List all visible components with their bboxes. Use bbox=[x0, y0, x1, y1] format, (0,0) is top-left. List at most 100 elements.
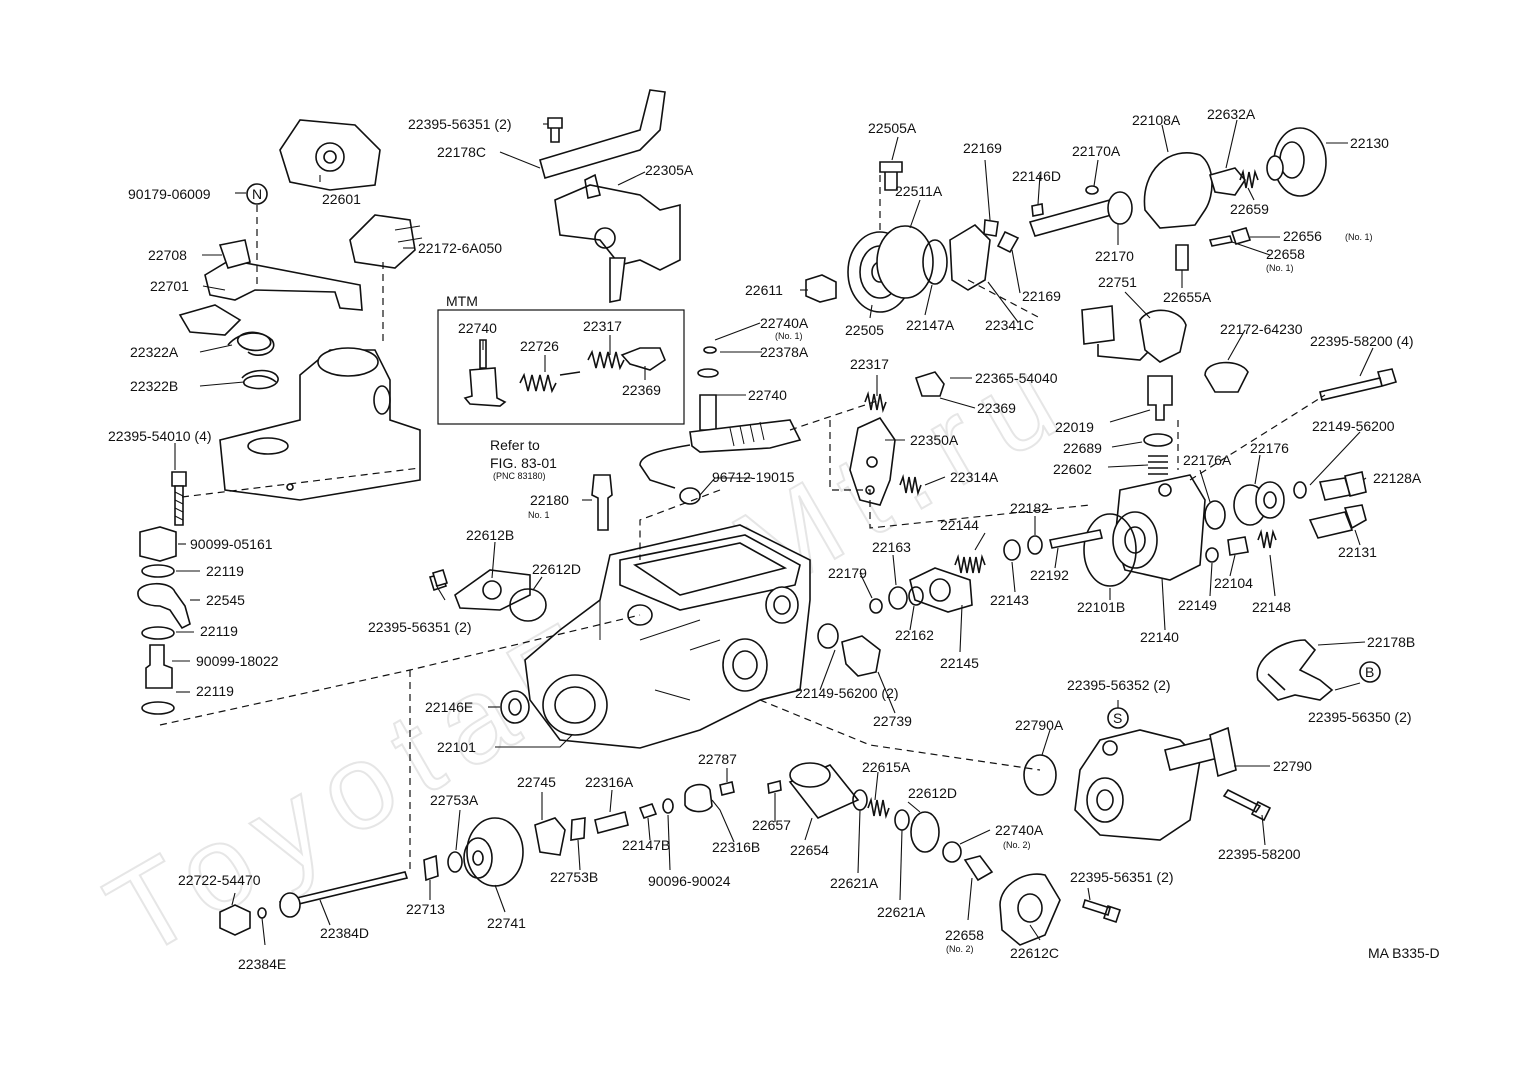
spring-22144 bbox=[954, 554, 986, 574]
fitting-22131 bbox=[1308, 504, 1367, 539]
part-label: 22178C bbox=[437, 144, 486, 160]
plate-22632a bbox=[1209, 167, 1246, 196]
part-label: 22615A bbox=[862, 759, 911, 775]
part-label: 22790A bbox=[1015, 717, 1064, 733]
plate-22145 bbox=[909, 567, 973, 613]
part-label: 22740A bbox=[995, 822, 1044, 838]
part-label: 22658 bbox=[945, 927, 984, 943]
bolt-22395-58200-a bbox=[1319, 368, 1398, 401]
spring-22322b bbox=[241, 369, 279, 390]
part-label: 22149-56200 bbox=[1312, 418, 1395, 434]
part-label: 22162 bbox=[895, 627, 934, 643]
part-label: 22384E bbox=[238, 956, 286, 972]
key-22169-a bbox=[983, 219, 999, 237]
part-label: 22601 bbox=[322, 191, 361, 207]
part-label: 22369 bbox=[622, 382, 661, 398]
part-22172-6a050 bbox=[349, 214, 416, 269]
part-label: 22632A bbox=[1207, 106, 1256, 122]
bolt-22395-56351-b bbox=[1082, 898, 1122, 924]
part-label: 22545 bbox=[206, 592, 245, 608]
washer-22182 bbox=[1027, 535, 1043, 555]
valve-22176 bbox=[1233, 481, 1285, 526]
washer-22119-c bbox=[141, 701, 175, 715]
part-label: 22621A bbox=[830, 875, 879, 891]
washer-22753a bbox=[447, 851, 463, 873]
refer-to-line2: FIG. 83-01 bbox=[490, 455, 557, 471]
part-label: 22131 bbox=[1338, 544, 1377, 560]
pin-22656 bbox=[1208, 227, 1252, 247]
pump-housing-22101 bbox=[524, 524, 811, 749]
part-label: 22169 bbox=[1022, 288, 1061, 304]
ring-22179 bbox=[869, 598, 883, 614]
part-label: 22147B bbox=[622, 837, 670, 853]
refer-to-line1: Refer to bbox=[490, 437, 540, 453]
fitting-22545 bbox=[137, 582, 191, 630]
plate-22713 bbox=[423, 854, 439, 882]
part-label: 22395-58200 (4) bbox=[1310, 333, 1414, 349]
clamp-22172-64230 bbox=[1204, 361, 1249, 393]
part-label: 90099-05161 bbox=[190, 536, 273, 552]
part-label: 22602 bbox=[1053, 461, 1092, 477]
part-label: 22612D bbox=[908, 785, 957, 801]
part-label: 22130 bbox=[1350, 135, 1389, 151]
part-label: 22654 bbox=[790, 842, 829, 858]
part-label: 22101 bbox=[437, 739, 476, 755]
sub-notes: (No. 1) (No. 1) (No. 1) No. 1 (No. 2) (N… bbox=[528, 232, 1373, 954]
cover-22130 bbox=[1266, 127, 1327, 197]
bolt-90099-18022 bbox=[145, 644, 173, 689]
part-label: 22176A bbox=[1183, 452, 1232, 468]
part-label: 22384D bbox=[320, 925, 369, 941]
part-label: 22657 bbox=[752, 817, 791, 833]
lever-22178c bbox=[539, 89, 666, 179]
part-label: 22753B bbox=[550, 869, 598, 885]
bracket-22601 bbox=[279, 119, 381, 191]
part-label: 22140 bbox=[1140, 629, 1179, 645]
marker-s: S bbox=[1113, 710, 1122, 726]
distributor-head-22140 bbox=[1112, 474, 1206, 581]
sub-note: (No. 2) bbox=[946, 944, 974, 954]
part-label: 22316A bbox=[585, 774, 634, 790]
feed-pump-22505 bbox=[847, 225, 934, 313]
oring-22612d-b bbox=[910, 811, 940, 853]
marker-b: B bbox=[1365, 664, 1374, 680]
bolt-22316a bbox=[594, 811, 629, 834]
fitting-22128a bbox=[1318, 471, 1367, 501]
part-label: 90179-06009 bbox=[128, 186, 211, 202]
part-label: 22019 bbox=[1055, 419, 1094, 435]
spring-22659 bbox=[1239, 169, 1259, 189]
leader-lines bbox=[172, 119, 1374, 946]
solenoid-22740 bbox=[689, 346, 802, 453]
part-label: 22192 bbox=[1030, 567, 1069, 583]
part-label: 22322A bbox=[130, 344, 179, 360]
part-label: 22741 bbox=[487, 915, 526, 931]
part-label: 22316B bbox=[712, 839, 760, 855]
mtm-group-box bbox=[437, 309, 685, 425]
part-label: 22170A bbox=[1072, 143, 1121, 159]
spring-22314a bbox=[899, 474, 922, 496]
shaft-22384d bbox=[278, 871, 409, 918]
ring-22740a-b bbox=[942, 841, 962, 863]
part-label: 22655A bbox=[1163, 289, 1212, 305]
part-label: 22612B bbox=[466, 527, 514, 543]
oring-22176a bbox=[1204, 500, 1226, 530]
bolt-22395-56351-top bbox=[547, 117, 563, 143]
part-label: 22170 bbox=[1095, 248, 1134, 264]
bolt-22395-58200-b bbox=[1222, 788, 1272, 822]
washer-22119-b bbox=[141, 626, 175, 640]
part-label: 22726 bbox=[520, 338, 559, 354]
nut-90099-05161 bbox=[139, 526, 177, 562]
part-label: 22790 bbox=[1273, 758, 1312, 774]
part-label: 22178B bbox=[1367, 634, 1415, 650]
part-label: 22314A bbox=[950, 469, 999, 485]
oring-22612d bbox=[509, 588, 547, 622]
part-label: 90096-90024 bbox=[648, 873, 731, 889]
washer-22119-a bbox=[141, 564, 175, 578]
mtm-group-title: MTM bbox=[446, 293, 478, 309]
part-label: 22101B bbox=[1077, 599, 1125, 615]
nut-22147b bbox=[638, 803, 658, 819]
part-label: 22149-56200 (2) bbox=[795, 685, 899, 701]
sub-note: (No. 2) bbox=[1003, 840, 1031, 850]
part-label: 22689 bbox=[1063, 440, 1102, 456]
wire-96712 bbox=[639, 444, 691, 489]
nut-22611 bbox=[805, 274, 837, 303]
